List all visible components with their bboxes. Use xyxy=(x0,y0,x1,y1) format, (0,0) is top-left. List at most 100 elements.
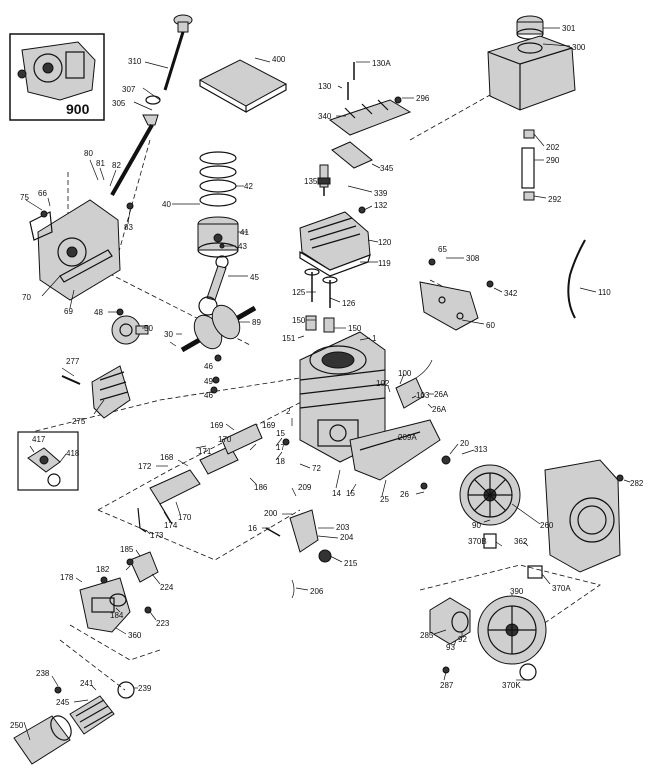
label-48: 48 xyxy=(94,308,103,317)
label-169b: 169 xyxy=(210,421,224,430)
label-307: 307 xyxy=(122,85,136,94)
blower-shield[interactable] xyxy=(419,281,479,331)
label-42: 42 xyxy=(244,182,253,191)
label-362: 362 xyxy=(514,537,528,546)
label-200: 200 xyxy=(264,509,278,518)
label-342: 342 xyxy=(504,289,518,298)
muffler[interactable] xyxy=(61,365,131,419)
dipstick-assembly[interactable] xyxy=(110,14,193,196)
label-310: 310 xyxy=(128,57,142,66)
label-204: 204 xyxy=(340,533,354,542)
owners-manual[interactable] xyxy=(198,59,288,114)
rewind-starter[interactable] xyxy=(477,595,547,681)
label-174: 174 xyxy=(164,521,178,530)
crankshaft[interactable] xyxy=(180,300,257,353)
label-75: 75 xyxy=(20,193,29,202)
label-130: 130 xyxy=(318,82,332,91)
governor-lever[interactable] xyxy=(265,509,332,599)
leader-lines xyxy=(23,27,631,741)
label-18: 18 xyxy=(276,457,285,466)
label-46b: 46 xyxy=(204,391,213,400)
label-103: 103 xyxy=(416,391,430,400)
label-151: 151 xyxy=(282,334,296,343)
label-89: 89 xyxy=(252,318,261,327)
spark-plug[interactable] xyxy=(317,164,331,196)
hardware-fasteners xyxy=(40,96,624,694)
tank-bracket[interactable] xyxy=(328,62,412,169)
label-60: 60 xyxy=(486,321,495,330)
label-418: 418 xyxy=(66,449,80,458)
label-182: 182 xyxy=(96,565,110,574)
flywheel[interactable] xyxy=(459,464,521,526)
label-172: 172 xyxy=(138,462,152,471)
label-239: 239 xyxy=(138,684,152,693)
label-245: 245 xyxy=(56,698,70,707)
label-69: 69 xyxy=(64,307,73,316)
ignition-module[interactable] xyxy=(395,359,433,409)
label-125: 125 xyxy=(292,288,306,297)
starter-pulley[interactable] xyxy=(429,597,471,645)
label-50: 50 xyxy=(144,324,153,333)
inset-engine-assembly-box[interactable] xyxy=(9,33,105,121)
label-17: 17 xyxy=(276,443,285,452)
air-filter[interactable] xyxy=(13,681,135,765)
label-26: 26 xyxy=(400,490,409,499)
label-370B: 370B xyxy=(468,537,487,546)
label-41: 41 xyxy=(240,228,249,237)
valves[interactable] xyxy=(304,268,338,333)
label-241: 241 xyxy=(80,679,94,688)
label-171: 171 xyxy=(198,447,212,456)
label-15b: 15 xyxy=(346,489,355,498)
label-370A: 370A xyxy=(552,584,571,593)
label-16: 16 xyxy=(248,524,257,533)
cylinder-head[interactable] xyxy=(299,211,371,277)
label-26Aa: 26A xyxy=(434,390,449,399)
label-130A: 130A xyxy=(372,59,391,68)
inset-fuel-shutoff-box[interactable] xyxy=(17,431,79,491)
label-30: 30 xyxy=(164,330,173,339)
label-282: 282 xyxy=(630,479,644,488)
piston-rings[interactable] xyxy=(199,151,237,207)
label-102: 102 xyxy=(376,379,390,388)
label-400: 400 xyxy=(272,55,286,64)
piston[interactable] xyxy=(197,216,239,258)
label-2: 2 xyxy=(286,407,291,416)
label-70: 70 xyxy=(22,293,31,302)
label-43: 43 xyxy=(238,242,247,251)
label-260: 260 xyxy=(540,521,554,530)
label-65: 65 xyxy=(438,245,447,254)
label-170b: 170 xyxy=(178,513,192,522)
fuel-line[interactable] xyxy=(521,129,535,201)
blower-housing[interactable] xyxy=(544,459,621,573)
label-40: 40 xyxy=(162,200,171,209)
intake-gaskets[interactable] xyxy=(137,423,263,533)
label-370K: 370K xyxy=(502,681,521,690)
carburetor[interactable] xyxy=(79,551,159,633)
label-340: 340 xyxy=(318,112,332,121)
label-345: 345 xyxy=(380,164,394,173)
label-186: 186 xyxy=(254,483,268,492)
label-49: 49 xyxy=(204,377,213,386)
label-203: 203 xyxy=(336,523,350,532)
label-82: 82 xyxy=(112,161,121,170)
label-215: 215 xyxy=(344,559,358,568)
cam-gear[interactable] xyxy=(111,315,149,345)
label-313: 313 xyxy=(474,445,488,454)
label-308: 308 xyxy=(466,254,480,263)
label-250: 250 xyxy=(10,721,24,730)
label-80: 80 xyxy=(84,149,93,158)
label-14: 14 xyxy=(332,489,341,498)
label-1: 1 xyxy=(372,334,377,343)
label-202: 202 xyxy=(546,143,560,152)
label-66: 66 xyxy=(38,189,47,198)
label-277: 277 xyxy=(66,357,80,366)
label-206: 206 xyxy=(310,587,324,596)
crankcase-cover[interactable] xyxy=(29,199,121,301)
label-126: 126 xyxy=(342,299,356,308)
fuel-tank-assembly[interactable] xyxy=(487,15,576,111)
breather-cover[interactable] xyxy=(349,419,441,481)
throttle-link[interactable] xyxy=(567,239,586,319)
label-238: 238 xyxy=(36,669,50,678)
label-290: 290 xyxy=(546,156,560,165)
